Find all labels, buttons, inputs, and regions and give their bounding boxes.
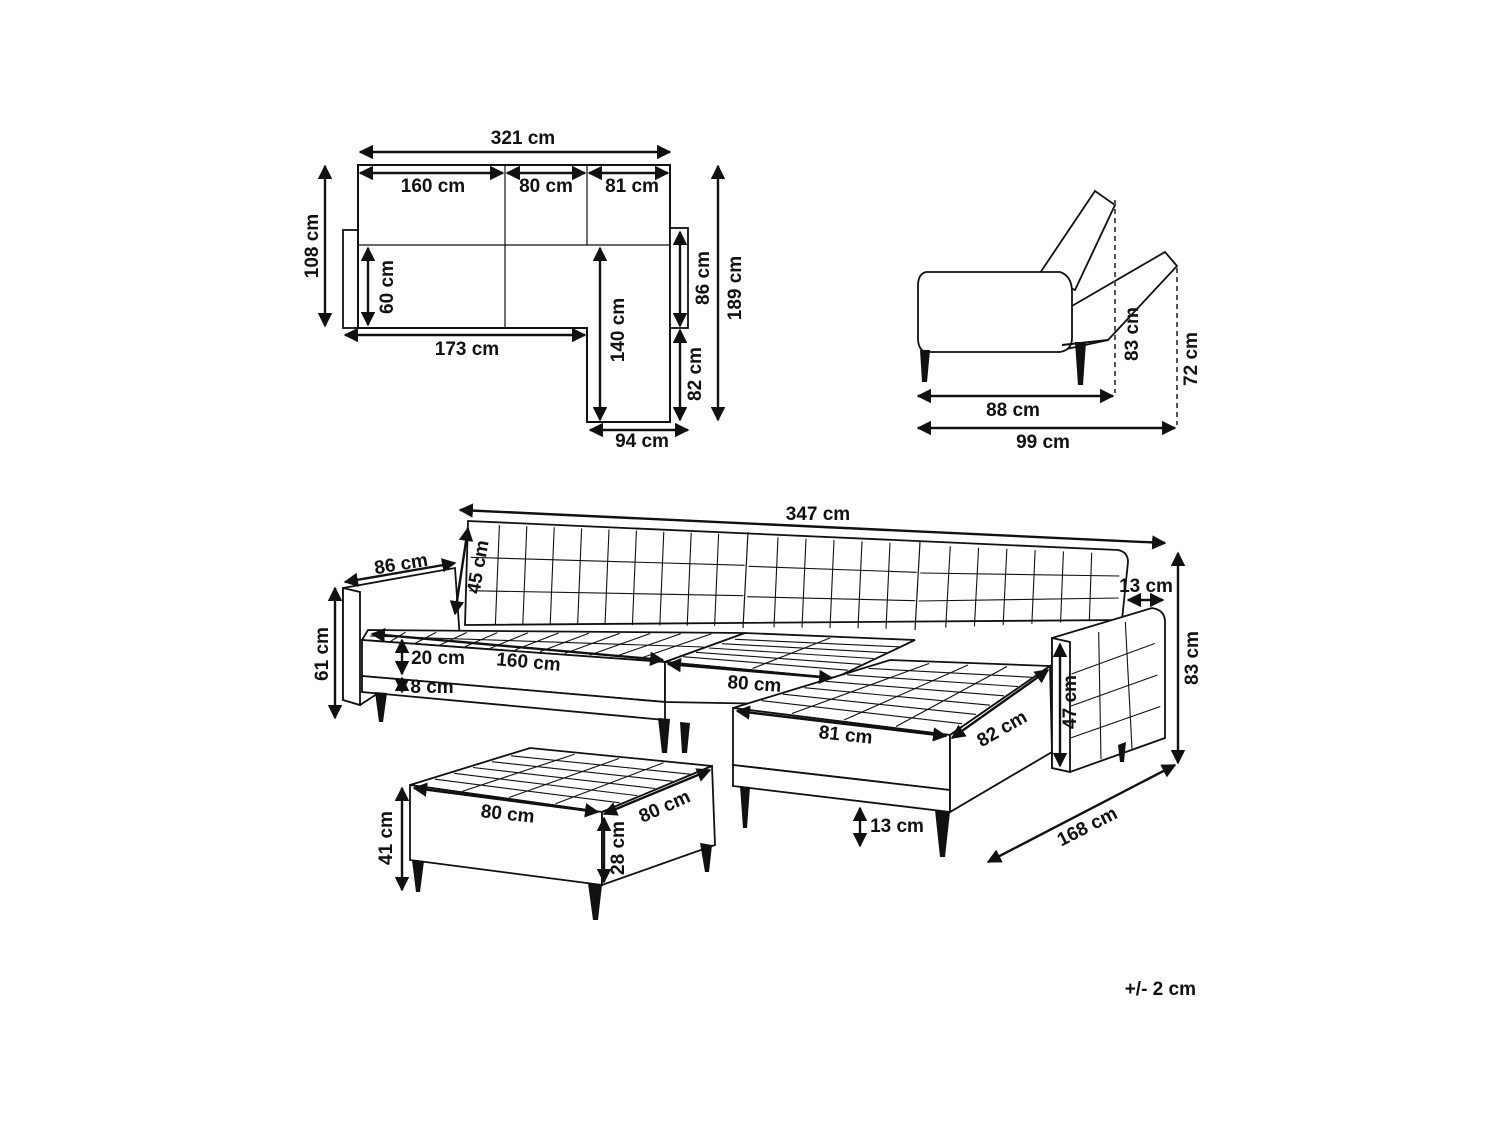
persp-leg-height-label: 13 cm: [870, 816, 924, 837]
side-back-height-label: 83 cm: [1122, 307, 1143, 361]
persp-chaise-arm-height-label: 47 cm: [1060, 675, 1081, 729]
tuft-line: [973, 547, 980, 627]
top-seg-2-label: 80 cm: [519, 176, 573, 197]
side-view-dimensions: [916, 200, 1178, 436]
tolerance-note: +/- 2 cm: [1125, 979, 1196, 1000]
top-arm-depth-label: 86 cm: [693, 251, 714, 305]
tuft-line: [885, 542, 891, 629]
side-view-outline: [917, 189, 1179, 385]
top-view-dimensions: [317, 144, 726, 438]
tuft-line: [1070, 705, 1161, 739]
tuft-line: [1070, 674, 1158, 707]
persp-middle-width-label: 80 cm: [727, 672, 782, 697]
tuft-line: [920, 572, 1120, 577]
top-view: 321 cm 160 cm 80 cm 81 cm 108 cm 60 cm 1…: [302, 128, 746, 452]
tuft-line: [918, 597, 1119, 602]
perspective-dimensions: [327, 503, 1186, 864]
perspective-view: 347 cm 86 cm 45 cm 13 cm 83 cm 61 cm 20 …: [312, 503, 1203, 864]
tuft-line: [1031, 550, 1036, 624]
persp-arm-width-label: 13 cm: [1119, 576, 1173, 597]
ottoman-height-label: 41 cm: [376, 811, 397, 865]
tuft-line: [773, 537, 779, 628]
top-seg-1-label: 160 cm: [401, 176, 465, 197]
persp-total-height-label: 83 cm: [1182, 631, 1203, 685]
tuft-line: [945, 546, 951, 628]
tuft-line: [791, 662, 930, 715]
top-seg-3-label: 81 cm: [605, 176, 659, 197]
top-seat-depth-label: 60 cm: [377, 260, 398, 314]
tuft-line: [469, 590, 744, 597]
ottoman-outline: [409, 747, 716, 920]
top-left-depth-label: 108 cm: [302, 214, 323, 278]
tuft-line: [801, 538, 807, 628]
side-seat-length-label: 88 cm: [986, 400, 1040, 421]
top-chaise-width-label: 94 cm: [615, 431, 669, 452]
persp-arm-height-label: 61 cm: [312, 627, 333, 681]
tuft-line: [1088, 552, 1093, 622]
tuft-line: [829, 539, 835, 629]
tuft-line: [747, 596, 916, 602]
top-chaise-length-label: 140 cm: [608, 298, 629, 362]
persp-total-width-label: 347 cm: [786, 504, 850, 525]
persp-cushion-height-label: 20 cm: [411, 648, 465, 669]
ottoman-base-height-label: 28 cm: [608, 821, 629, 875]
side-recline-height-label: 72 cm: [1181, 332, 1202, 386]
top-overall-width-label: 321 cm: [491, 128, 555, 149]
top-base-width-label: 173 cm: [435, 339, 499, 360]
tuft-line: [1060, 551, 1064, 623]
side-view: 88 cm 99 cm 83 cm 72 cm: [916, 189, 1202, 453]
tuft-line: [1071, 642, 1155, 675]
top-chaise-extension-label: 82 cm: [685, 347, 706, 401]
side-total-length-label: 99 cm: [1016, 432, 1070, 453]
top-total-depth-label: 189 cm: [725, 256, 746, 320]
tuft-line: [470, 556, 745, 566]
tuft-line: [748, 565, 917, 573]
tuft-line: [857, 541, 863, 629]
persp-frame-height-label: 8 cm: [410, 677, 453, 698]
ottoman-view: 80 cm 80 cm 41 cm 28 cm: [376, 747, 716, 920]
ottoman-dimensions: [394, 768, 712, 892]
tuft-line: [1002, 548, 1008, 626]
